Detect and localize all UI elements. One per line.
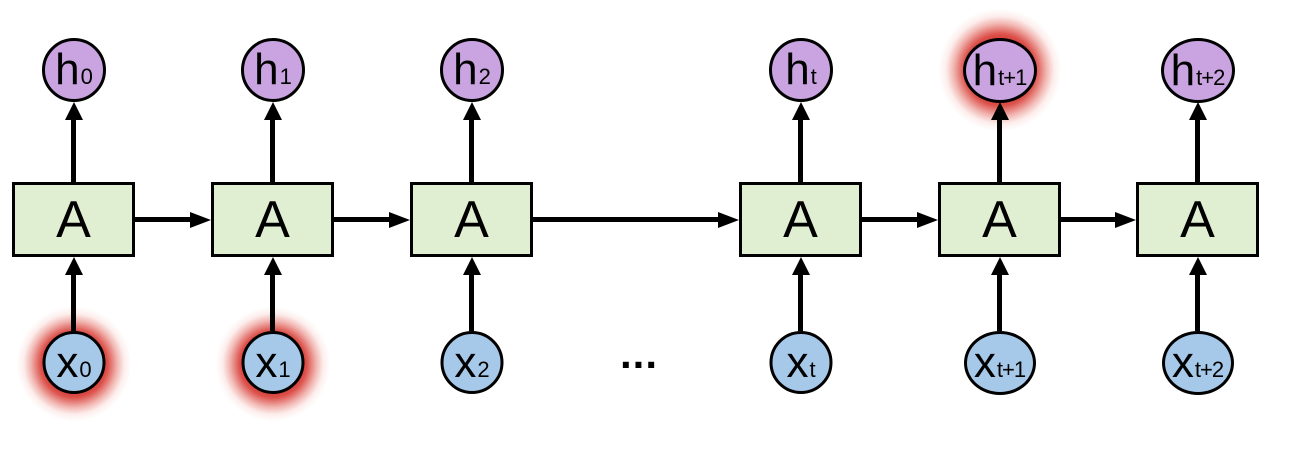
node-label: h — [55, 45, 80, 94]
arrow-right-icon — [1061, 211, 1136, 228]
node-subscript: t+1 — [996, 357, 1026, 382]
arrow-up-icon — [791, 257, 810, 331]
arrow-right-icon — [135, 211, 211, 228]
cell-label: A — [56, 190, 91, 249]
node-subscript: 2 — [478, 64, 491, 89]
node-subscript: t+2 — [1196, 64, 1225, 90]
node-label: h — [254, 45, 279, 94]
node-label: h — [1170, 45, 1196, 95]
node-label: h — [785, 45, 810, 94]
cell-label: A — [783, 190, 818, 249]
node-label: x — [56, 337, 79, 387]
node-label: h — [972, 45, 998, 95]
node-label: x — [973, 338, 996, 387]
arrow-up-icon — [462, 102, 481, 182]
cell-label: A — [1180, 190, 1215, 249]
arrow-right-icon — [533, 211, 739, 228]
rnn-cell-box: A — [410, 182, 533, 257]
arrow-right-icon — [334, 211, 410, 228]
rnn-cell-box: A — [12, 182, 135, 257]
arrow-up-icon — [64, 102, 83, 182]
cell-label: A — [982, 190, 1017, 249]
arrow-up-icon — [462, 257, 481, 331]
node-subscript: t+1 — [998, 64, 1027, 90]
node-subscript: 1 — [278, 356, 290, 382]
ellipsis: ... — [620, 330, 659, 377]
rnn-cell-box: A — [739, 182, 862, 257]
arrow-up-icon — [1188, 257, 1207, 331]
cell-label: A — [255, 190, 290, 249]
arrow-up-icon — [990, 257, 1009, 331]
node-subscript: t — [809, 356, 815, 382]
arrow-right-icon — [862, 211, 938, 228]
node-subscript: 1 — [279, 64, 292, 89]
node-label: x — [1171, 338, 1194, 387]
node-label: h — [453, 45, 478, 94]
arrow-up-icon — [263, 102, 282, 182]
node-subscript: t+2 — [1194, 357, 1224, 382]
arrow-up-icon — [64, 257, 83, 331]
arrow-up-icon — [990, 102, 1009, 182]
node-label: x — [454, 337, 477, 387]
node-subscript: 0 — [79, 356, 91, 382]
arrow-up-icon — [1188, 102, 1207, 182]
node-subscript: 0 — [80, 64, 93, 89]
arrow-up-icon — [263, 257, 282, 331]
rnn-cell-box: A — [1136, 182, 1259, 257]
node-label: x — [255, 337, 278, 387]
node-label: x — [786, 337, 809, 387]
node-subscript: t — [810, 64, 817, 89]
arrow-up-icon — [791, 102, 810, 182]
cell-label: A — [454, 190, 489, 249]
rnn-cell-box: A — [211, 182, 334, 257]
rnn-cell-box: A — [938, 182, 1061, 257]
node-subscript: 2 — [477, 356, 489, 382]
